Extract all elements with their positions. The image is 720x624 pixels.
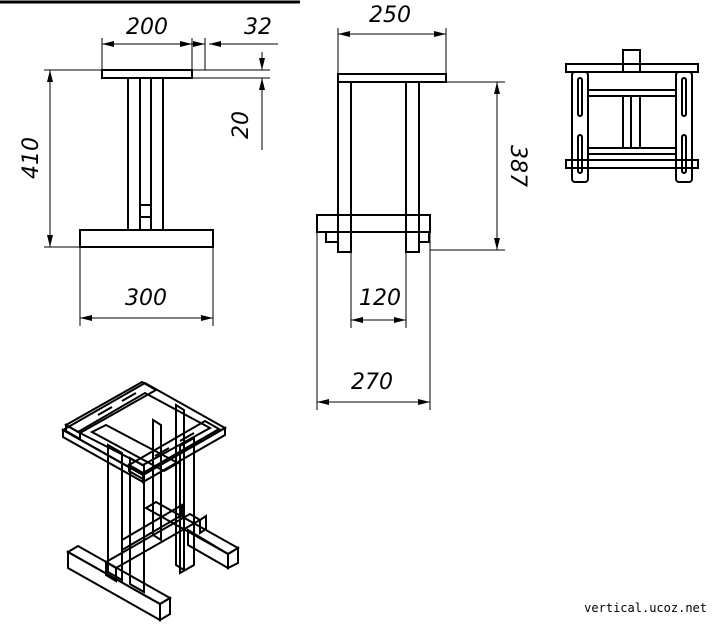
dim-label-250: 250	[369, 3, 411, 28]
top-view	[565, 49, 699, 183]
dim-label-20: 20	[229, 111, 254, 139]
dim-label-270: 270	[351, 370, 393, 395]
side-view	[316, 73, 447, 253]
dim-label-200: 200	[126, 15, 168, 40]
dim-label-387: 387	[505, 145, 530, 187]
dim-label-120: 120	[359, 286, 401, 311]
watermark: vertical.ucoz.net	[584, 601, 707, 615]
dim-label-32: 32	[244, 15, 272, 40]
dim-120: 120	[350, 252, 407, 328]
dim-label-300: 300	[125, 286, 167, 311]
dim-label-410: 410	[19, 137, 44, 179]
dim-270: 270	[316, 232, 431, 410]
dim-410: 410	[19, 69, 102, 248]
dim-387: 387	[430, 81, 530, 251]
dim-300: 300	[79, 247, 214, 326]
isometric-view	[60, 380, 240, 622]
dim-250: 250	[337, 3, 447, 74]
front-view	[79, 69, 214, 248]
dim-200: 200	[101, 15, 193, 70]
dim-20: 20	[192, 52, 270, 150]
dim-32: 32	[188, 15, 278, 70]
